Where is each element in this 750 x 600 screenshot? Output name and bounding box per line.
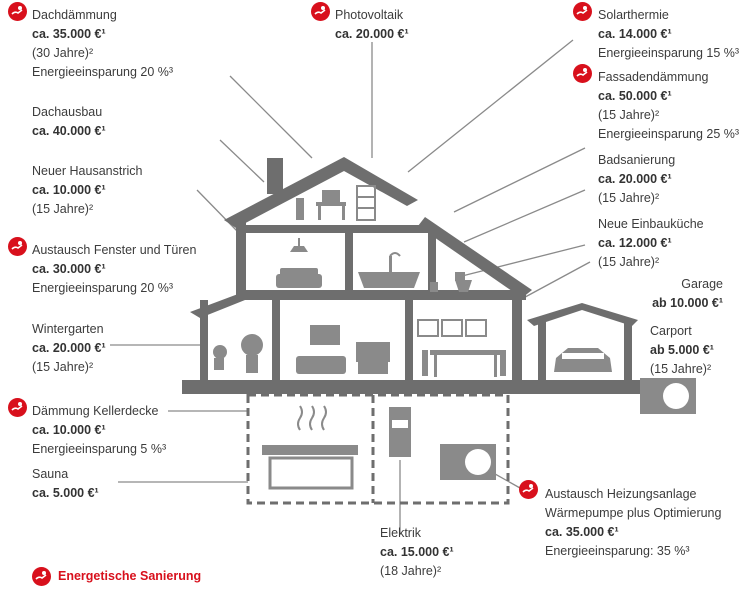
- item-cost: ca. 40.000 €¹: [32, 124, 106, 138]
- item-saving: Energieeinsparung 20 %³: [32, 281, 174, 295]
- label-elektrik: Elektrik ca. 15.000 €¹ (18 Jahre)²: [380, 524, 454, 581]
- item-title: Wintergarten: [32, 322, 104, 336]
- item-lifetime: (18 Jahre)²: [380, 564, 442, 578]
- item-cost: ab 10.000 €¹: [652, 296, 723, 310]
- label-bad: Badsanierung ca. 20.000 €¹ (15 Jahre)²: [598, 151, 675, 208]
- hand-money-icon: [8, 237, 27, 256]
- item-cost: ca. 15.000 €¹: [380, 545, 454, 559]
- hand-money-icon: [8, 398, 27, 417]
- item-title: Dachausbau: [32, 105, 103, 119]
- item-cost: ca. 35.000 €¹: [545, 525, 619, 539]
- item-title: Fassadendämmung: [598, 70, 709, 84]
- item-title: Solarthermie: [598, 8, 669, 22]
- item-cost: ca. 20.000 €¹: [32, 341, 106, 355]
- label-dachdaemmung: Dachdämmung ca. 35.000 €¹ (30 Jahre)² En…: [32, 6, 173, 82]
- label-sauna: Sauna ca. 5.000 €¹: [32, 465, 99, 503]
- hand-money-icon: [573, 64, 592, 83]
- item-title: Sauna: [32, 467, 69, 481]
- item-title: Neue Einbauküche: [598, 217, 704, 231]
- item-title: Neuer Hausanstrich: [32, 164, 143, 178]
- item-title: Elektrik: [380, 526, 421, 540]
- label-photovoltaik: Photovoltaik ca. 20.000 €¹: [335, 6, 409, 44]
- label-garage: Garage ab 10.000 €¹: [652, 275, 723, 313]
- item-lifetime: (15 Jahre)²: [650, 362, 712, 376]
- item-title: Dachdämmung: [32, 8, 117, 22]
- item-title: Badsanierung: [598, 153, 676, 167]
- item-cost: ca. 5.000 €¹: [32, 486, 99, 500]
- item-title: Austausch Fenster und Türen: [32, 243, 197, 257]
- label-heizung: Austausch Heizungsanlage Wärmepumpe plus…: [545, 485, 721, 561]
- label-fenster: Austausch Fenster und Türen ca. 30.000 €…: [32, 241, 196, 298]
- item-saving: Energieeinsparung 25 %³: [598, 127, 740, 141]
- label-kueche: Neue Einbauküche ca. 12.000 €¹ (15 Jahre…: [598, 215, 704, 272]
- item-cost: ca. 20.000 €¹: [598, 172, 672, 186]
- item-cost: ca. 35.000 €¹: [32, 27, 106, 41]
- item-lifetime: (15 Jahre)²: [598, 191, 660, 205]
- item-title: Photovoltaik: [335, 8, 404, 22]
- item-lifetime: (15 Jahre)²: [598, 108, 660, 122]
- item-cost: ab 5.000 €¹: [650, 343, 714, 357]
- label-hausanstrich: Neuer Hausanstrich ca. 10.000 €¹ (15 Jah…: [32, 162, 142, 219]
- item-cost: ca. 20.000 €¹: [335, 27, 409, 41]
- item-title-2: Wärmepumpe plus Optimierung: [545, 506, 722, 520]
- item-cost: ca. 12.000 €¹: [598, 236, 672, 250]
- item-lifetime: (15 Jahre)²: [32, 202, 94, 216]
- item-cost: ca. 10.000 €¹: [32, 423, 106, 437]
- basement-outline: [246, 393, 510, 505]
- item-saving: Energieeinsparung 20 %³: [32, 65, 174, 79]
- legend-label: Energetische Sanierung: [58, 569, 202, 583]
- item-title: Dämmung Kellerdecke: [32, 404, 159, 418]
- hand-money-icon: [8, 2, 27, 21]
- item-lifetime: (30 Jahre)²: [32, 46, 94, 60]
- item-lifetime: (15 Jahre)²: [598, 255, 660, 269]
- item-saving: Energieeinsparung: 35 %³: [545, 544, 690, 558]
- item-lifetime: (15 Jahre)²: [32, 360, 94, 374]
- item-cost: ca. 50.000 €¹: [598, 89, 672, 103]
- hand-money-icon: [32, 567, 51, 586]
- hand-money-icon: [573, 2, 592, 21]
- item-cost: ca. 30.000 €¹: [32, 262, 106, 276]
- label-kellerdecke: Dämmung Kellerdecke ca. 10.000 €¹ Energi…: [32, 402, 166, 459]
- item-title: Garage: [681, 277, 723, 291]
- label-wintergarten: Wintergarten ca. 20.000 €¹ (15 Jahre)²: [32, 320, 106, 377]
- label-carport: Carport ab 5.000 €¹ (15 Jahre)²: [650, 322, 714, 379]
- item-cost: ca. 10.000 €¹: [32, 183, 106, 197]
- label-dachausbau: Dachausbau ca. 40.000 €¹: [32, 103, 106, 141]
- item-title: Austausch Heizungsanlage: [545, 487, 697, 501]
- item-saving: Energieeinsparung 5 %³: [32, 442, 167, 456]
- hand-money-icon: [311, 2, 330, 21]
- hand-money-icon: [519, 480, 538, 499]
- item-saving: Energieeinsparung 15 %³: [598, 46, 740, 60]
- label-solarthermie: Solarthermie ca. 14.000 €¹ Energieeinspa…: [598, 6, 739, 63]
- item-title: Carport: [650, 324, 692, 338]
- label-fassade: Fassadendämmung ca. 50.000 €¹ (15 Jahre)…: [598, 68, 739, 144]
- item-cost: ca. 14.000 €¹: [598, 27, 672, 41]
